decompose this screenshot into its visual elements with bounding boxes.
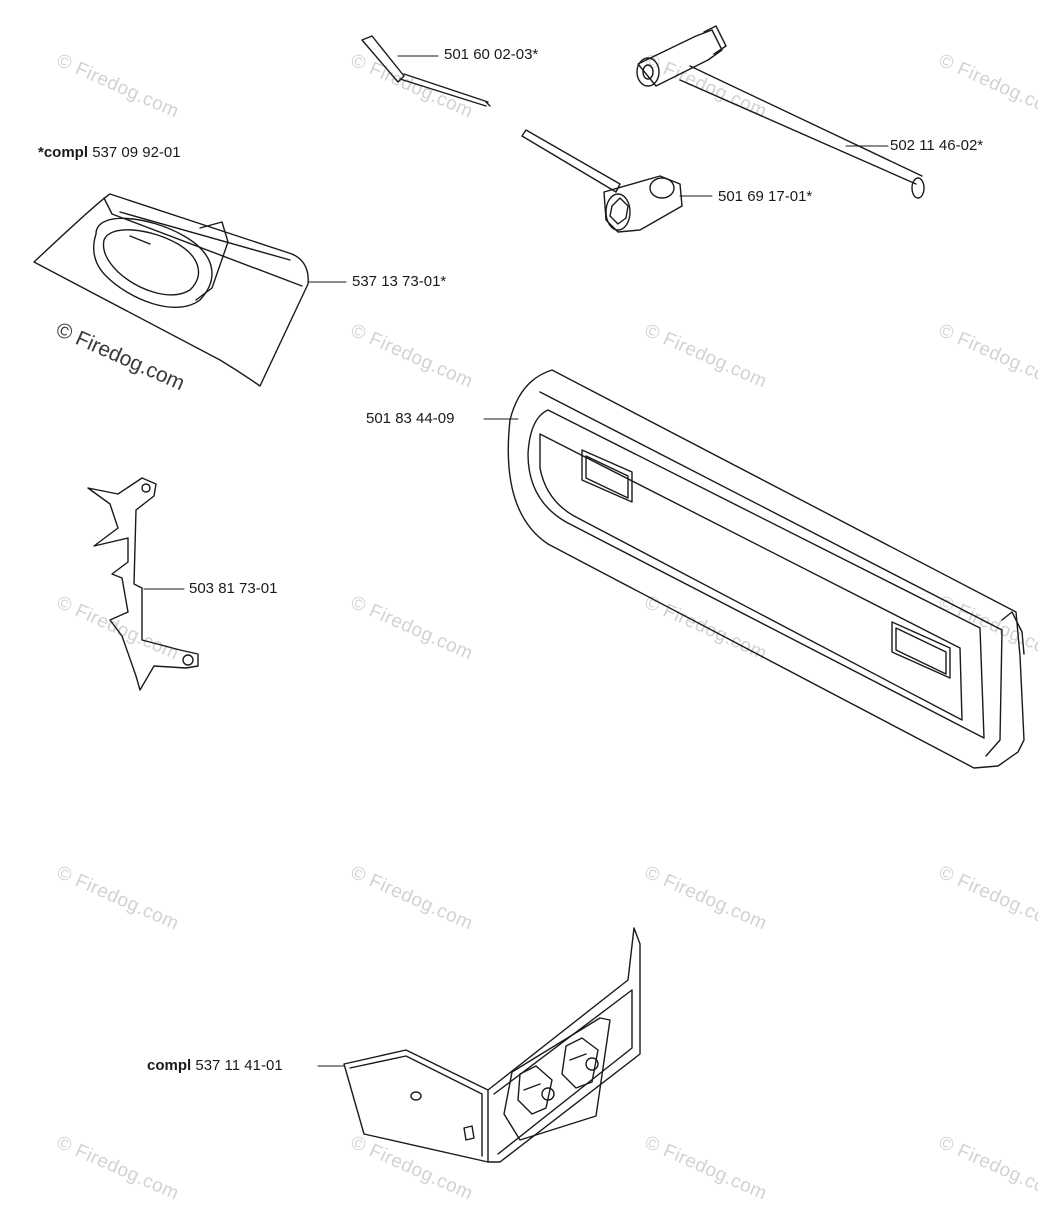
part-label: 501 83 44-09 — [366, 410, 455, 427]
compl-note: *compl 537 09 92-01 — [38, 144, 181, 161]
chain-pouch-part — [33, 193, 347, 387]
screwdriver-part — [361, 35, 491, 107]
bar-guard-part — [483, 369, 1025, 769]
part-label: 502 11 46-02* — [890, 137, 984, 154]
part-label: 503 81 73-01 — [189, 580, 278, 597]
part-label: 501 69 17-01* — [718, 188, 813, 205]
chain-catcher-part — [87, 477, 199, 691]
part-label: compl 537 11 41-01 — [147, 1057, 283, 1074]
part-label: 537 13 73-01* — [352, 273, 447, 290]
t-wrench-part — [636, 25, 925, 199]
part-label: 501 60 02-03* — [444, 46, 539, 63]
box-wrench-part — [521, 129, 713, 233]
clutch-cover-part — [317, 927, 641, 1163]
